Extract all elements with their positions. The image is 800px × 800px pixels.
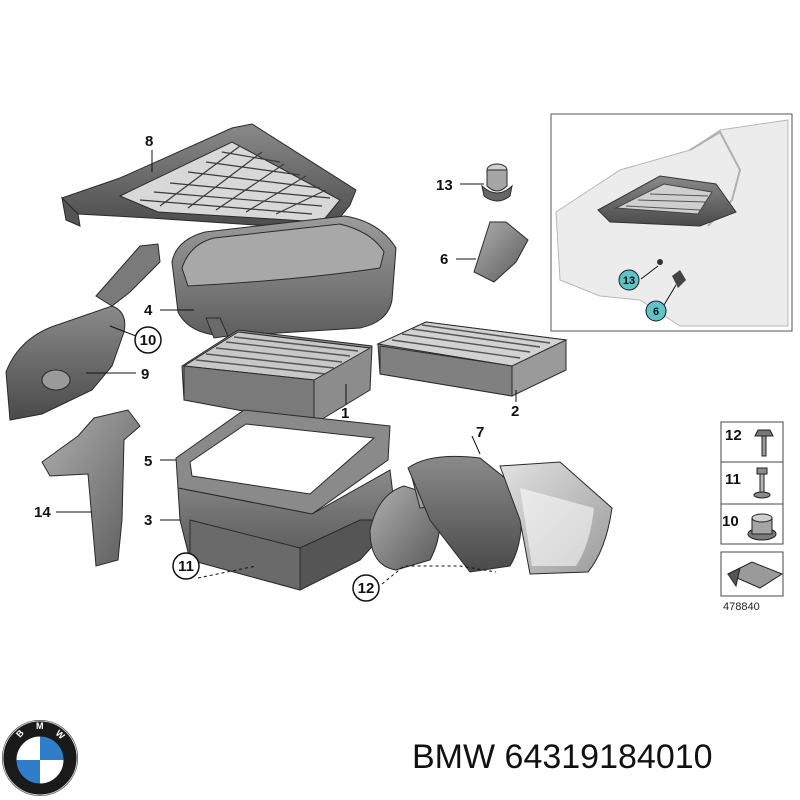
legend-label-12: 12 — [725, 427, 742, 444]
callout-11-circle — [172, 552, 200, 580]
nut-icon — [747, 513, 777, 541]
callouts: 8 4 10 9 1 2 7 5 3 14 11 12 13 6 — [34, 133, 519, 602]
callout-11: 11 — [178, 558, 194, 575]
callout-12: 12 — [358, 580, 375, 597]
installation-inset: 13 6 — [550, 113, 793, 332]
part-5-filter-frame — [175, 409, 391, 515]
callout-1: 1 — [341, 405, 349, 422]
part-13-clip — [481, 163, 513, 202]
bolt-icon — [753, 467, 771, 499]
caption-brand: BMW — [412, 738, 496, 776]
part-2-cabin-filter — [376, 321, 568, 397]
part-1-cabin-filter — [181, 329, 373, 425]
fastener-legend: 12 11 10 478840 — [720, 421, 784, 613]
callout-14: 14 — [34, 504, 51, 521]
svg-text:M: M — [36, 721, 44, 731]
inset-badge-13 — [618, 269, 640, 291]
callout-10: 10 — [140, 332, 157, 349]
arrow-icon — [726, 561, 784, 589]
callout-7: 7 — [476, 424, 484, 441]
caption-part-number: 64319184010 — [504, 738, 713, 776]
callout-8: 8 — [145, 133, 153, 150]
diagram-reference-number: 478840 — [723, 601, 760, 613]
callout-12-circle — [352, 574, 380, 602]
inset-badge-13-label: 13 — [623, 275, 635, 287]
callout-3: 3 — [144, 512, 152, 529]
part-7-duct-seal — [407, 455, 613, 575]
screw-icon — [754, 429, 774, 457]
legend-label-10: 10 — [722, 513, 739, 530]
part-caption: BMW 64319184010 — [412, 738, 713, 777]
callout-2: 2 — [511, 403, 519, 420]
bmw-logo: B M W — [2, 720, 78, 796]
callout-10-circle — [134, 326, 162, 354]
leader-lines — [56, 150, 517, 585]
part-4-housing-lid — [171, 215, 397, 339]
callout-5: 5 — [144, 453, 152, 470]
part-6-holder — [473, 221, 529, 283]
callout-13: 13 — [436, 177, 453, 194]
callout-6: 6 — [440, 251, 448, 268]
inset-badge-6-label: 6 — [653, 306, 659, 318]
callout-4: 4 — [144, 302, 153, 319]
inset-badge-6 — [645, 300, 667, 322]
legend-label-11: 11 — [725, 471, 741, 488]
part-9-side-duct — [5, 243, 161, 421]
svg-text:B: B — [14, 727, 26, 739]
part-8-grille-cover — [61, 123, 357, 231]
callout-9: 9 — [141, 366, 149, 383]
part-14-bracket — [41, 409, 141, 567]
